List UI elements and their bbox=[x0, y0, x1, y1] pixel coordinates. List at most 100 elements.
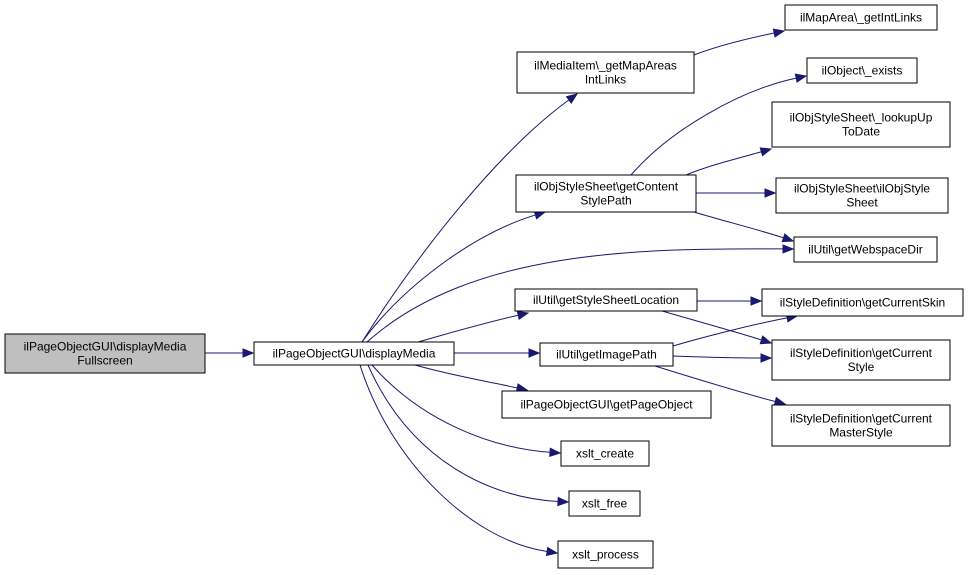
arrowhead-icon bbox=[782, 244, 795, 254]
node-skin[interactable]: ilStyleDefinition\getCurrentSkin bbox=[761, 288, 964, 317]
edge-oscsp-to-wsd bbox=[693, 211, 795, 243]
node-ip[interactable]: ilUtil\getImagePath bbox=[539, 342, 674, 367]
edge-oscsp-to-oe bbox=[630, 73, 808, 176]
arrowhead-icon bbox=[545, 546, 559, 557]
node-xp[interactable]: xslt_process bbox=[557, 540, 654, 569]
node-gpo[interactable]: ilPageObjectGUI\getPageObject bbox=[501, 390, 712, 419]
node-box bbox=[775, 177, 949, 214]
edge-line bbox=[672, 317, 788, 347]
node-label-line: ilObjStyleSheet\_lookupUp bbox=[790, 111, 933, 125]
node-label-line: ilPageObjectGUI\displayMedia bbox=[24, 340, 187, 354]
node-box bbox=[793, 236, 938, 263]
node-box bbox=[771, 339, 951, 381]
node-label-line: xslt_free bbox=[582, 497, 628, 511]
arrowhead-icon bbox=[781, 233, 795, 243]
node-label-line: IntLinks bbox=[585, 73, 626, 87]
edge-dm-to-xp bbox=[359, 364, 559, 557]
node-label-line: ilUtil\getImagePath bbox=[556, 348, 657, 362]
edge-line bbox=[371, 364, 551, 453]
edge-dm-to-oscsp bbox=[361, 210, 547, 343]
arrowhead-icon bbox=[760, 353, 773, 363]
node-label-line: ilObjStyleSheet\getContent bbox=[534, 180, 679, 194]
edge-line bbox=[361, 214, 536, 343]
edge-dm-to-xf bbox=[367, 364, 570, 507]
edge-line bbox=[414, 364, 518, 389]
edge-line bbox=[366, 248, 784, 343]
edge-line bbox=[693, 32, 775, 56]
node-box bbox=[771, 404, 951, 447]
arrowhead-icon bbox=[772, 28, 786, 38]
edges-layer bbox=[205, 28, 808, 557]
arrowhead-icon bbox=[565, 93, 579, 105]
edge-line bbox=[661, 310, 762, 341]
node-osos[interactable]: ilObjStyleSheet\ilObjStyleSheet bbox=[775, 177, 949, 214]
node-label-line: xslt_create bbox=[576, 447, 634, 461]
node-dm[interactable]: ilPageObjectGUI\displayMedia bbox=[253, 341, 455, 366]
edge-dm-to-mi bbox=[361, 93, 579, 343]
node-label-line: Fullscreen bbox=[77, 354, 132, 368]
node-box bbox=[514, 288, 698, 312]
edge-oscsp-to-osos bbox=[696, 188, 777, 198]
edge-oscsp-to-osl bbox=[685, 147, 773, 176]
node-oe[interactable]: ilObject\_exists bbox=[806, 57, 918, 84]
edge-line bbox=[654, 365, 776, 402]
arrowhead-icon bbox=[794, 73, 808, 83]
node-box bbox=[761, 288, 964, 317]
arrowhead-icon bbox=[764, 188, 777, 198]
node-box bbox=[253, 341, 455, 366]
node-box bbox=[568, 490, 641, 517]
edge-mi-to-ma bbox=[693, 28, 786, 56]
node-xf[interactable]: xslt_free bbox=[568, 490, 641, 517]
node-label-line: ilObjStyleSheet\ilObjStyle bbox=[794, 182, 930, 196]
node-label-line: ilStyleDefinition\getCurrent bbox=[790, 412, 933, 426]
edge-dm-to-wsd bbox=[366, 244, 795, 343]
node-ssl[interactable]: ilUtil\getStyleSheetLocation bbox=[514, 288, 698, 312]
edge-line bbox=[417, 314, 519, 343]
edge-line bbox=[367, 364, 559, 502]
arrowhead-icon bbox=[759, 335, 773, 345]
edge-dm-to-xc bbox=[371, 364, 562, 457]
node-label-line: Style bbox=[848, 360, 875, 374]
node-label-line: Sheet bbox=[846, 196, 878, 210]
arrowhead-icon bbox=[528, 348, 541, 358]
arrowhead-icon bbox=[759, 147, 773, 157]
node-label-line: ilUtil\getStyleSheetLocation bbox=[533, 293, 679, 307]
node-label-line: StylePath bbox=[580, 194, 631, 208]
node-label-line: xslt_process bbox=[572, 548, 639, 562]
node-label-line: ilObject\_exists bbox=[822, 64, 903, 78]
edge-line bbox=[359, 364, 548, 553]
node-xc[interactable]: xslt_create bbox=[560, 440, 650, 467]
node-box bbox=[501, 390, 712, 419]
node-label-line: ilPageObjectGUI\getPageObject bbox=[520, 398, 693, 412]
edge-line bbox=[672, 355, 762, 359]
edge-ssl-to-cs bbox=[661, 310, 773, 345]
node-label-line: MasterStyle bbox=[829, 426, 893, 440]
edge-line bbox=[361, 99, 570, 343]
edge-line bbox=[693, 211, 784, 239]
node-label-line: ilPageObjectGUI\displayMedia bbox=[273, 347, 436, 361]
arrowhead-icon bbox=[773, 396, 787, 406]
node-label-line: ilMediaItem\_getMapAreas bbox=[534, 59, 677, 73]
edge-dm-to-gpo bbox=[414, 364, 529, 393]
edge-ip-to-cs bbox=[672, 353, 773, 363]
arrowhead-icon bbox=[242, 348, 255, 358]
edge-line bbox=[630, 77, 797, 176]
node-wsd[interactable]: ilUtil\getWebspaceDir bbox=[793, 236, 938, 263]
node-label-line: ilStyleDefinition\getCurrent bbox=[790, 346, 933, 360]
node-label-line: ilUtil\getWebspaceDir bbox=[808, 243, 923, 257]
node-label-line: ilStyleDefinition\getCurrentSkin bbox=[780, 296, 945, 310]
arrowhead-icon bbox=[516, 310, 530, 320]
arrowhead-icon bbox=[557, 496, 570, 507]
node-box bbox=[516, 51, 695, 94]
node-box bbox=[771, 101, 951, 148]
edge-dm-to-ip bbox=[454, 348, 541, 358]
node-ma[interactable]: ilMapArea\_getIntLinks bbox=[784, 4, 938, 31]
